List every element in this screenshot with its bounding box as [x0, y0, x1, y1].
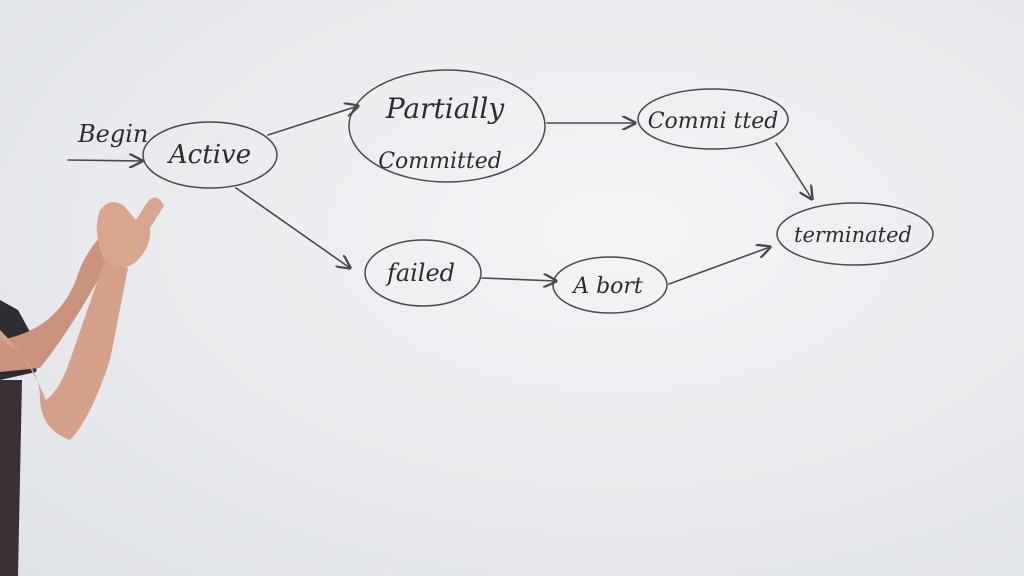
node-partially-committed-ellipse: [348, 69, 546, 183]
presenter-hand: [96, 197, 164, 268]
presenter-forearm: [0, 222, 128, 372]
node-committed-label: Commi tted: [648, 109, 779, 134]
node-terminated-ellipse: [776, 202, 934, 266]
edge-abort-to-terminated: [668, 247, 770, 285]
node-abort: A bort: [552, 256, 668, 314]
node-abort-label: A bort: [571, 274, 643, 299]
node-failed-label: failed: [385, 259, 455, 287]
node-failed: failed: [364, 239, 482, 307]
presenter-arm: [0, 197, 164, 576]
presenter-shirt: [0, 380, 22, 576]
node-terminated-label: terminated: [794, 223, 912, 247]
node-active-label: Active: [167, 140, 251, 170]
edge-active-to-failed: [235, 187, 350, 268]
edge-failed-to-abort: [481, 278, 556, 281]
node-committed: Commi tted: [637, 88, 789, 150]
begin-label: Begin: [77, 120, 148, 148]
node-failed-ellipse: [364, 239, 482, 307]
edge-committed-to-terminated: [775, 142, 812, 199]
node-partially-label-line1: Partially: [385, 92, 505, 125]
node-partially-label-line2: Committed: [378, 149, 502, 174]
presenter-upper-arm: [0, 262, 128, 440]
node-committed-ellipse: [637, 88, 789, 150]
begin-arrow: [67, 160, 142, 161]
node-terminated: terminated: [776, 202, 934, 266]
node-partially-committed: Partially Committed: [348, 69, 546, 183]
node-active: Active: [142, 121, 278, 189]
edge-active-to-partially-committed: [267, 106, 358, 136]
node-active-ellipse: [142, 121, 278, 189]
